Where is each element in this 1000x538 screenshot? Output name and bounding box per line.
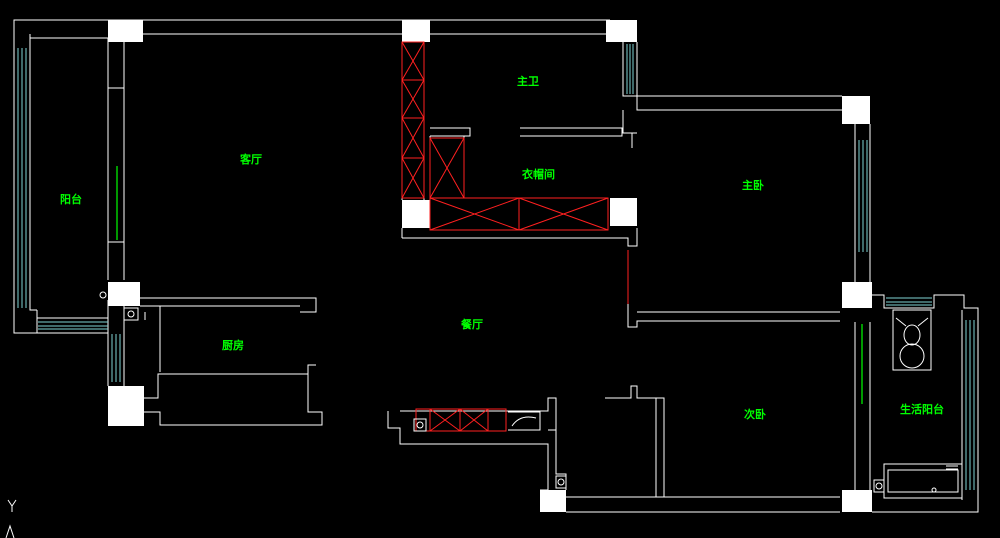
windows	[17, 44, 975, 490]
pipe-icon	[557, 478, 565, 486]
label-master-bath: 主卫	[517, 74, 539, 88]
utility-sink-icon	[883, 463, 963, 499]
room-labels: 阳台 客厅 主卫 衣帽间 主卧 餐厅 厨房 次卧 生活阳台	[60, 74, 944, 421]
wardrobe-cabinets	[401, 41, 629, 432]
label-dining-room: 餐厅	[460, 317, 483, 331]
label-balcony: 阳台	[60, 192, 82, 206]
pipe-icon	[875, 482, 883, 490]
label-second-bedroom: 次卧	[744, 407, 766, 421]
label-kitchen: 厨房	[222, 338, 244, 352]
ucs-icon	[5, 499, 17, 538]
pipe-icon	[416, 421, 424, 429]
doors	[116, 166, 863, 404]
structural-columns	[108, 20, 872, 512]
fixtures	[99, 291, 963, 499]
label-utility-balcony: 生活阳台	[900, 402, 944, 416]
label-living-room: 客厅	[239, 152, 262, 166]
label-walk-in-closet: 衣帽间	[522, 167, 555, 181]
interior-walls	[107, 38, 871, 498]
floor-drain-icon	[99, 291, 107, 299]
outer-walls	[13, 19, 979, 513]
washing-machine-icon	[892, 309, 932, 371]
pipe-icon	[127, 310, 135, 318]
label-master-bedroom: 主卧	[742, 178, 764, 192]
